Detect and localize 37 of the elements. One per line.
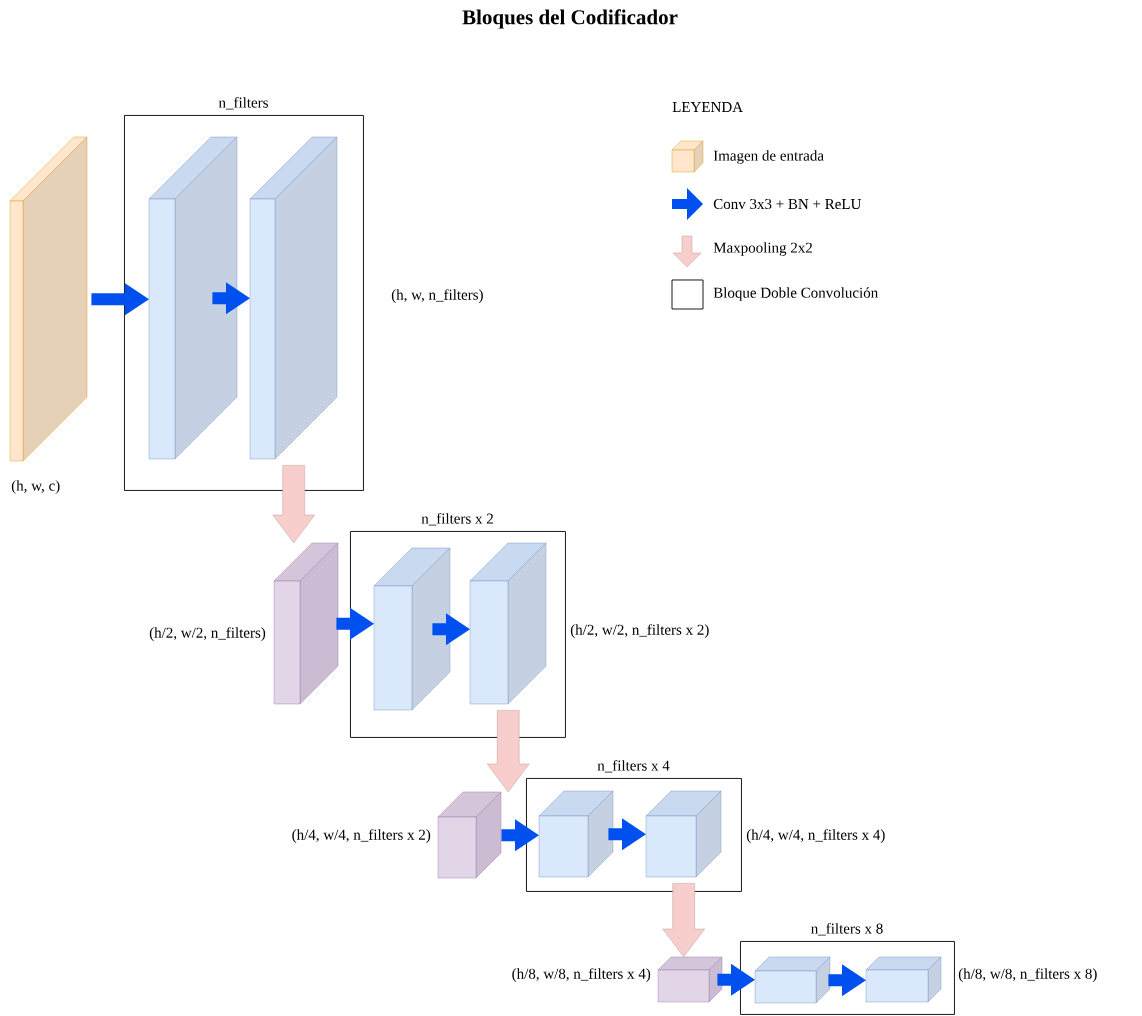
title: Bloques del Codificador [462,9,678,29]
block-arrow [608,818,646,851]
shape-label: (h/8, w/8, n_filters x 4) [512,968,651,982]
block-arrow [828,964,866,997]
shape-label: (h/2, w/2, n_filters) [149,627,266,641]
shape-label: (h/2, w/2, n_filters x 2) [570,624,709,638]
feature-map-slab [754,956,831,1004]
block-heading: n_filters x 2 [421,513,493,526]
block-heading: n_filters x 4 [597,760,670,773]
shape-label: (h/4, w/4, n_filters x 2) [292,829,431,843]
block-arrow [272,465,315,544]
feature-map-slab [865,956,942,1003]
shape-label: (h, w, n_filters) [391,289,483,303]
shape-label: (h/4, w/4, n_filters x 4) [746,829,885,843]
block-heading: n_filters x 8 [811,923,883,936]
block-arrow [432,613,470,646]
feature-map-slab [249,136,338,460]
legend-text: Maxpooling 2x2 [713,242,812,256]
legend-heading: LEYENDA [672,102,743,112]
feature-map-slab [645,790,722,878]
feature-map-slab [148,136,238,460]
block-arrow [487,710,530,793]
feature-map-slab [469,542,547,705]
feature-map-slab [538,790,614,878]
legend-text: Conv 3x3 + BN + ReLU [713,198,862,210]
block-arrow [212,282,250,315]
shape-label: (h, w, c) [11,480,60,494]
block-arrow [717,963,755,996]
legend-text: Bloque Doble Convolución [713,287,878,301]
block-arrow [501,819,539,852]
block-arrow [336,607,374,640]
block-arrow [91,283,149,316]
feature-map-slab [373,547,451,711]
block-heading: n_filters [218,96,268,110]
legend-text: Imagen de entrada [713,150,824,164]
shape-label: (h/8, w/8, n_filters x 8) [958,968,1097,982]
block-arrow [662,883,705,958]
